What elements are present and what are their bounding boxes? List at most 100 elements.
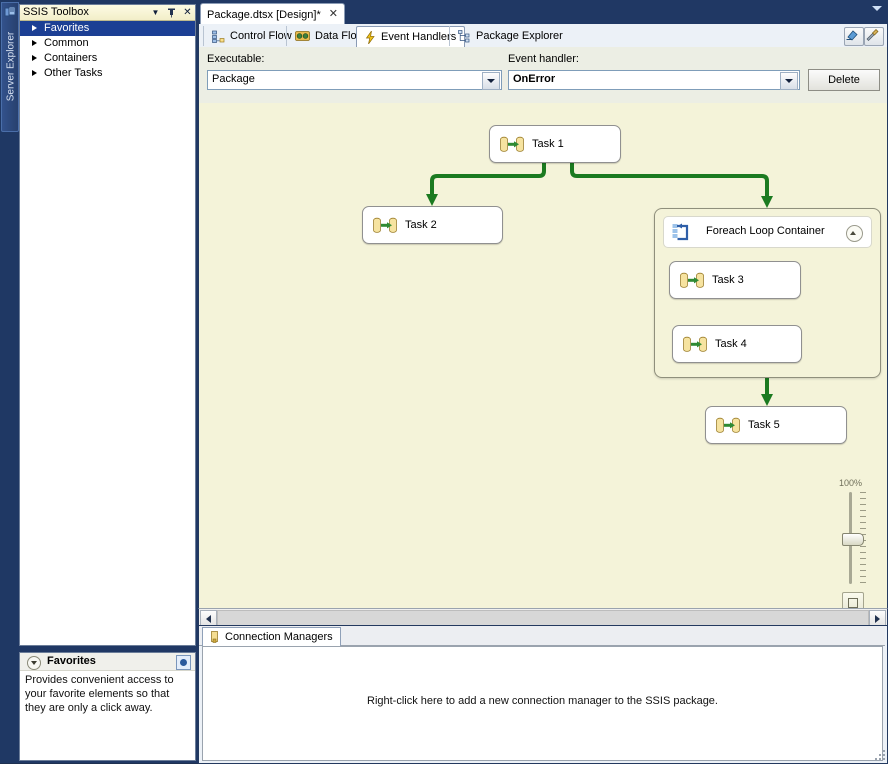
event-handler-value: OnError [513,73,556,85]
data-flow-task-icon [500,136,524,152]
control-flow-icon [212,30,225,43]
chevron-up-icon[interactable] [846,225,863,242]
container-title: Foreach Loop Container [706,225,825,237]
container-header: Foreach Loop Container [663,216,872,248]
connector-task1-task2 [430,161,546,196]
expand-triangle-icon [32,70,37,76]
executable-combo[interactable]: Package [207,70,502,90]
toolbox-item-label: Other Tasks [44,67,103,79]
connection-manager-icon [211,631,218,643]
delete-button[interactable]: Delete [808,69,880,91]
chevron-down-icon[interactable] [482,72,500,90]
task-node-label: Task 5 [748,419,780,431]
sidebar-item-other-tasks[interactable]: Other Tasks [20,66,195,81]
close-icon[interactable]: ✕ [183,6,192,18]
tab-data-flow[interactable]: Data Flow [286,26,373,46]
event-handler-label: Event handler: [508,53,579,65]
tab-control-flow[interactable]: Control Flow [203,26,300,46]
connection-managers-body[interactable]: Right-click here to add a new connection… [202,646,883,761]
connector-task1-container [570,161,769,198]
designer-tab-row: Control Flow Data Flow Event Handlers [198,24,888,48]
scroll-right-button[interactable] [869,610,886,627]
event-handler-canvas[interactable]: Foreach Loop Container Task 1 [198,103,888,608]
sidebar-item-common[interactable]: Common [20,36,195,51]
eraser-button[interactable] [844,27,864,46]
chevron-down-icon[interactable]: ▼ [151,7,160,17]
expand-triangle-icon [32,55,37,61]
ssis-toolbox-panel: SSIS Toolbox ▼ ✕ Favorites [19,4,196,646]
executable-label: Executable: [207,53,265,65]
data-flow-task-icon [680,272,704,288]
foreach-loop-icon [672,223,689,241]
expand-triangle-icon [32,40,37,46]
designer-tab-label: Event Handlers [381,31,457,43]
server-explorer-icon [4,6,16,17]
document-area: Package.dtsx [Design]* ✕ Control Flow [197,0,888,764]
document-tab-label: Package.dtsx [Design]* [207,8,321,21]
close-icon[interactable]: ✕ [328,8,338,20]
sidebar-item-containers[interactable]: Containers [20,51,195,66]
toolbox-info-title: Favorites [47,655,96,667]
event-handlers-icon [365,30,375,44]
task-node-task4[interactable]: Task 4 [672,325,802,363]
toolbox-info-header: Favorites [20,653,195,671]
eraser-icon [846,30,858,41]
chevron-down-icon[interactable] [27,656,41,670]
connection-managers-hint: Right-click here to add a new connection… [367,695,718,707]
task-node-label: Task 2 [405,219,437,231]
chevron-down-icon[interactable] [872,6,882,11]
task-node-task5[interactable]: Task 5 [705,406,847,444]
data-flow-task-icon [683,336,707,352]
task-node-task3[interactable]: Task 3 [669,261,801,299]
designer-tab-label: Package Explorer [476,30,563,42]
tab-connection-managers[interactable]: Connection Managers [202,627,341,646]
event-handler-selection-bar: Executable: Package Event handler: OnErr… [198,47,888,103]
connection-managers-tab-row: Connection Managers [199,626,885,646]
expand-triangle-icon [32,25,37,31]
arrowhead-container [761,196,773,208]
canvas-surface[interactable]: Foreach Loop Container Task 1 [199,103,887,608]
zoom-percent-label: 100% [839,478,863,488]
document-tab-strip: Package.dtsx [Design]* ✕ [197,0,888,25]
toolbox-title: SSIS Toolbox [23,6,89,18]
task-node-label: Task 1 [532,138,564,150]
task-node-task2[interactable]: Task 2 [362,206,503,244]
server-explorer-label: Server Explorer [5,31,17,102]
package-explorer-icon [458,29,470,42]
sidebar-item-favorites[interactable]: Favorites [20,21,195,36]
connection-managers-label: Connection Managers [225,631,333,643]
data-flow-task-icon [716,417,740,433]
toolbox-item-label: Containers [44,52,98,64]
tools-button[interactable] [864,27,884,46]
task-node-task1[interactable]: Task 1 [489,125,621,163]
toolbox-item-label: Common [44,37,89,49]
toolbox-tree: Favorites Common Containers Other Tasks [20,21,195,644]
toolbox-info-description: Provides convenient access to your favor… [25,674,174,714]
canvas-horizontal-scrollbar[interactable] [198,608,888,627]
data-flow-task-icon [373,217,397,233]
tab-package-dtsx[interactable]: Package.dtsx [Design]* ✕ [200,3,345,25]
designer-tab-label: Data Flow [315,30,365,42]
resize-grip-icon[interactable] [872,747,888,763]
help-icon[interactable] [176,655,191,670]
arrowhead-task5 [761,394,773,406]
tools-icon [866,29,879,41]
chevron-down-icon[interactable] [780,72,798,90]
pin-glyph [168,8,175,17]
executable-value: Package [212,73,255,85]
data-flow-icon [295,31,310,41]
task-node-label: Task 3 [712,274,744,286]
event-handler-combo[interactable]: OnError [508,70,800,90]
connection-managers-pane: Connection Managers Right-click here to … [198,625,888,764]
sidebar-item-server-explorer[interactable]: Server Explorer [1,2,19,132]
fit-to-window-button[interactable] [842,592,864,608]
pin-icon[interactable] [166,7,177,19]
zoom-control[interactable]: 100% [839,478,877,608]
designer-tab-label: Control Flow [230,30,292,42]
toolbox-header: SSIS Toolbox ▼ ✕ [20,5,195,21]
arrowhead-task2 [426,194,438,206]
zoom-slider-thumb[interactable] [842,533,864,546]
tab-package-explorer[interactable]: Package Explorer [449,26,571,46]
left-dock-strip: Server Explorer [0,0,19,763]
